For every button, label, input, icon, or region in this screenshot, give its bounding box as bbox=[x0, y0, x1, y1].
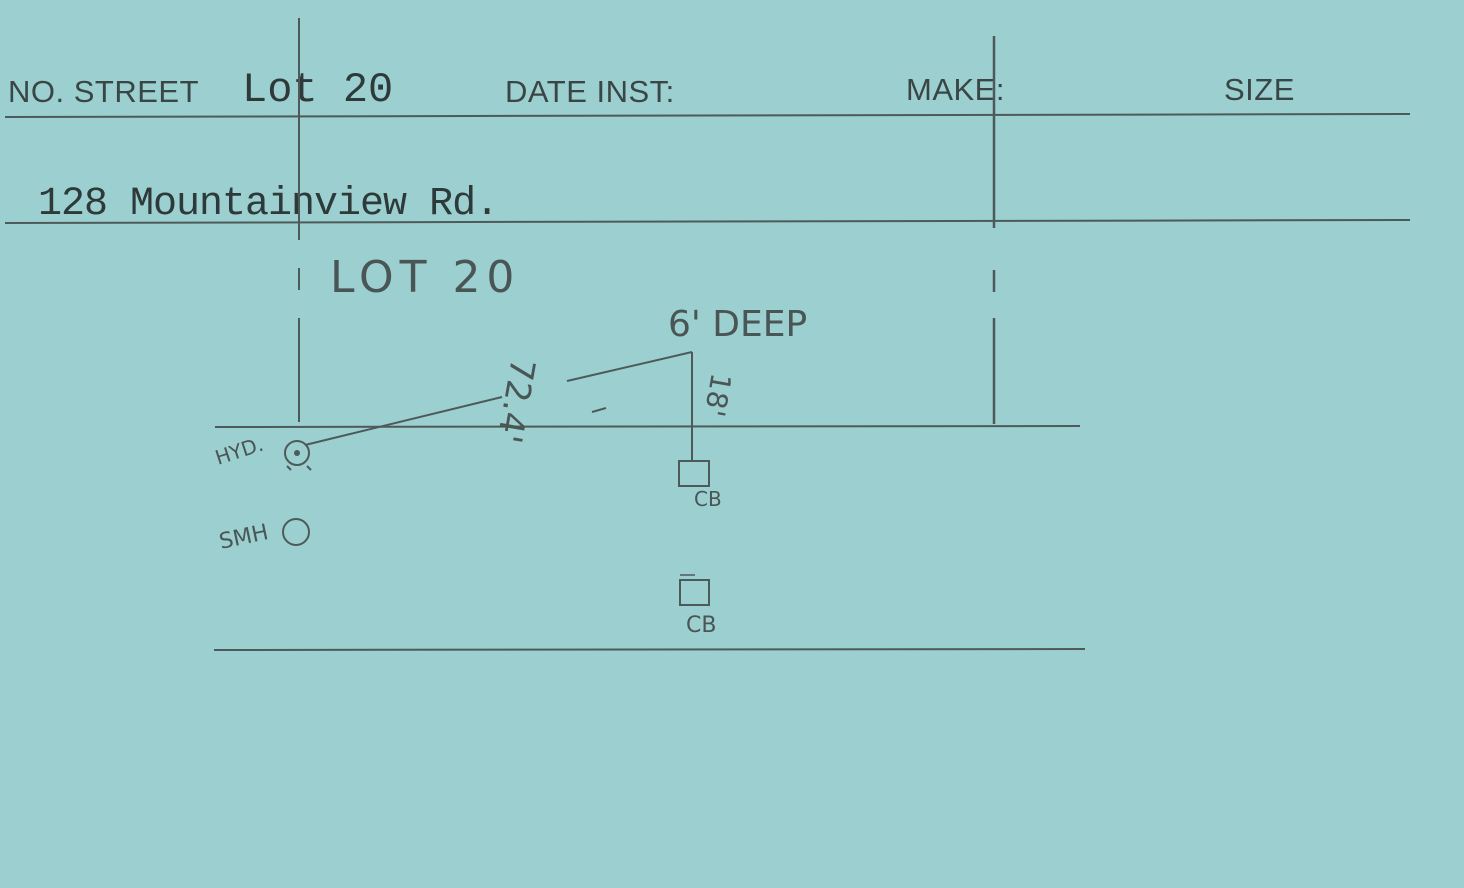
hydrant-base-left-icon bbox=[286, 465, 292, 471]
curb-line bbox=[213, 648, 1086, 651]
distance-long-label: 72.4' bbox=[488, 355, 542, 446]
distance-short-label: 18' bbox=[698, 371, 738, 419]
service-line-tie-segment bbox=[566, 351, 693, 382]
hydrant-icon bbox=[284, 440, 310, 466]
form-rule-address bbox=[4, 219, 1411, 224]
manhole-icon bbox=[282, 518, 310, 546]
manhole-label: SMH bbox=[217, 520, 271, 555]
size-label: SIZE bbox=[1224, 72, 1295, 107]
dimension-tick bbox=[591, 407, 607, 413]
make-label: MAKE: bbox=[906, 72, 1005, 107]
date-inst-label: DATE INST: bbox=[505, 74, 675, 109]
service-line-hydrant-segment bbox=[304, 396, 503, 446]
property-line bbox=[214, 425, 1081, 428]
street-address: 128 Mountainview Rd. bbox=[38, 182, 499, 227]
hydrant-base-right-icon bbox=[306, 465, 312, 471]
no-street-label: NO. STREET bbox=[8, 74, 200, 109]
lot-number: Lot 20 bbox=[242, 66, 394, 114]
curb-box-icon bbox=[678, 460, 710, 487]
curb-box-label: CB bbox=[694, 487, 722, 511]
hydrant-label: HYD. bbox=[212, 432, 266, 470]
catch-basin-label: CB bbox=[686, 613, 716, 638]
hydrant-center-icon bbox=[294, 450, 300, 456]
form-rule-top bbox=[4, 113, 1411, 118]
catch-basin-icon bbox=[679, 579, 710, 606]
depth-note: 6' DEEP bbox=[668, 304, 807, 345]
lot-label-handwritten: LOT 20 bbox=[330, 252, 520, 303]
